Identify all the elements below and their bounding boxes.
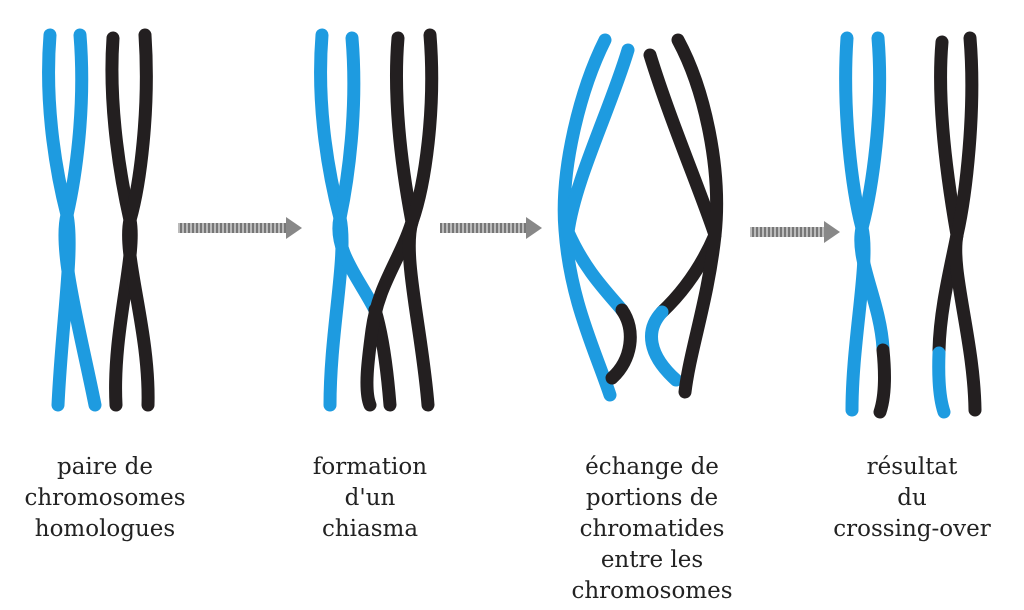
chromatid-exchange [557,33,724,402]
black-chromatid [360,31,419,412]
homologous-pair [42,28,155,412]
black-chromatid [122,28,155,412]
crossing-over-result [839,31,982,419]
blue-chromatid [332,31,382,317]
label-line: crossing-over [833,516,991,542]
label-line: portions de [585,485,719,511]
black-chromatid [402,28,439,412]
label-line: résultat [866,454,958,480]
blue-segment [932,346,951,419]
arrow-right [440,217,542,239]
arrow-right [750,221,840,243]
label-line: chromatides [579,516,725,542]
label-line: chromosomes [571,578,733,604]
black-chromatid [932,35,964,357]
blue-chromatid [561,43,635,317]
arrow-head [824,221,840,243]
black-segment [605,303,637,385]
chiasma-formation [314,28,439,412]
label-line: chiasma [321,516,419,542]
label-line: d'un [344,485,396,511]
blue-chromatid [58,28,102,412]
label-line: homologues [34,516,176,542]
label-line: formation [312,454,428,480]
arrow-shaft [178,223,286,233]
black-segment [873,343,891,419]
arrow-shaft [750,227,824,237]
label-line: du [897,485,927,511]
arrow-right [178,217,302,239]
label-line: paire de [56,454,154,480]
label-line: échange de [585,454,719,480]
arrow-head [286,217,302,239]
step-label-result: résultat du crossing-over [792,452,1024,545]
blue-segment [645,305,683,387]
black-chromatid [671,33,724,399]
step-label-exchange: échange de portions de chromatides entre… [532,452,772,607]
step-label-homologous-pair: paire de chromosomes homologues [0,452,225,545]
arrow-shaft [440,223,526,233]
label-line: entre les [600,547,704,573]
black-chromatid [949,31,982,417]
label-line: chromosomes [24,485,186,511]
arrow-head [526,217,542,239]
step-label-chiasma: formation d'un chiasma [250,452,490,545]
blue-chromatid [854,31,890,355]
